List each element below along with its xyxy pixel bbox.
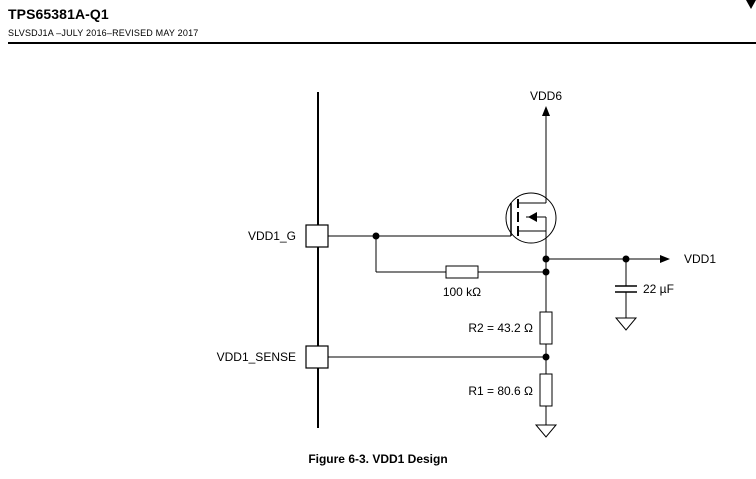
resistor-r2 <box>539 311 553 345</box>
sense-pin-label: VDD1_SENSE <box>217 350 296 364</box>
mosfet-body <box>505 192 557 244</box>
header-divider <box>8 42 756 44</box>
gate-pin-label: VDD1_G <box>248 229 296 243</box>
r2-label: R2 = 43.2 Ω <box>468 321 533 335</box>
corner-marker-icon <box>746 0 756 9</box>
capacitor-label: 22 µF <box>643 282 674 296</box>
output-arrow-icon <box>660 255 670 263</box>
output-label: VDD1 <box>684 252 716 266</box>
mosfet-arrow-icon <box>528 212 537 222</box>
feedback-junction-dot <box>542 268 550 276</box>
document-revision: SLVSDJ1A –JULY 2016–REVISED MAY 2017 <box>8 28 199 38</box>
document-title: TPS65381A-Q1 <box>8 6 109 22</box>
resistor-100k <box>445 265 479 279</box>
supply-arrow-icon <box>542 106 550 116</box>
figure-caption: Figure 6-3. VDD1 Design <box>308 452 448 466</box>
resistor-100k-label: 100 kΩ <box>443 285 481 299</box>
r1-ground-icon <box>534 424 558 438</box>
resistor-r1 <box>539 373 553 407</box>
gate-pin-box <box>305 224 329 248</box>
vdd1-schematic: VDD6 VDD1_G VDD1_SENSE VDD1 100 kΩ 22 µF… <box>217 89 716 438</box>
sense-pin-box <box>305 345 329 369</box>
r1-label: R1 = 80.6 Ω <box>468 384 533 398</box>
capacitor-ground-icon <box>614 317 638 331</box>
supply-label: VDD6 <box>530 89 562 103</box>
